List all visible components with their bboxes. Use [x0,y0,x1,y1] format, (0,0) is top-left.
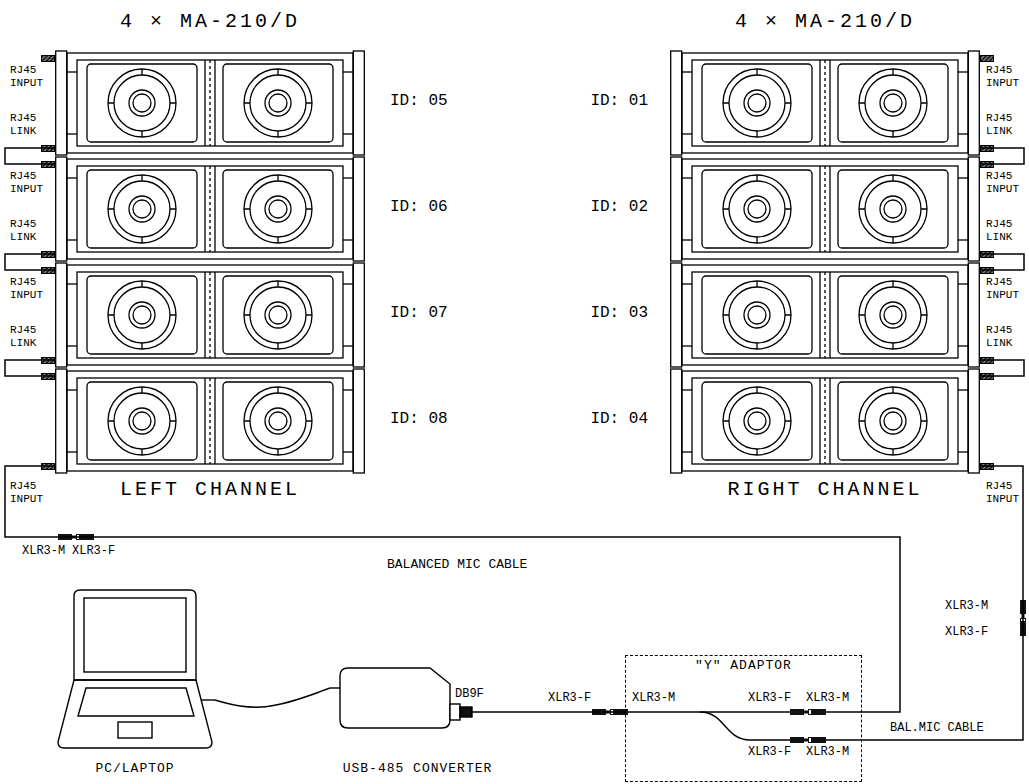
cable [980,148,1024,164]
node-label: 4 × MA-210/D [735,10,915,33]
speaker-cabinet: ID: 07 [55,262,365,368]
node-label: ID: 08 [390,410,448,428]
speaker-cabinets [56,51,980,473]
connector-label: XLR3-M [806,692,849,706]
connector-label: XLR3-F [748,692,791,706]
speaker-array: 4 × MA-210/DLEFT CHANNELID: 05ID: 06ID: … [55,10,365,510]
cable [5,466,900,712]
speaker-cabinet: ID: 05 [55,50,365,156]
connector-label: XLR3-F [748,746,791,760]
speaker-cabinet: ID: 01 [670,50,980,156]
port-label: RJ45 LINK [10,324,45,349]
laptop-drawing [58,590,215,748]
cable [980,360,1024,376]
connector-label: XLR3-M [806,746,849,760]
cable [5,254,55,270]
node-label: 4 × MA-210/D [120,10,300,33]
speaker-array: 4 × MA-210/DRIGHT CHANNELID: 01ID: 02ID:… [670,10,980,510]
cable [505,711,625,713]
port-label: RJ45 INPUT [986,170,1021,195]
node-caption: LEFT CHANNEL [120,478,300,501]
connector-label: XLR3-M [22,545,65,559]
speaker-cabinet: ID: 06 [55,156,365,262]
port-label: RJ45 INPUT [986,276,1021,301]
node-label: ID: 02 [590,198,648,216]
port-label: RJ45 INPUT [10,276,45,301]
port-label: RJ45 LINK [986,218,1021,243]
port-label: RJ45 LINK [986,324,1021,349]
node-label: USB-485 CONVERTER [343,762,493,777]
usb-converter: USB-485 CONVERTER [330,660,505,780]
cable [5,148,55,164]
y-adaptor-wiring [625,712,862,740]
port-label: RJ45 LINK [10,112,45,137]
cable-label: BALANCED MIC CABLE [385,558,529,573]
port-label: RJ45 INPUT [10,170,45,195]
node-label: ID: 07 [390,304,448,322]
y-adaptor: "Y" ADAPTOR [625,655,862,782]
node-label: ID: 01 [590,92,648,110]
rj45-jacks [42,56,994,470]
connector-label: XLR3-F [548,692,591,706]
speaker-cabinet: ID: 08 [55,368,365,474]
connector-label: XLR3-F [72,545,115,559]
speaker-cabinet: ID: 03 [670,262,980,368]
node-label: ID: 04 [590,410,648,428]
speaker-cabinet: ID: 04 [670,368,980,474]
cable [862,466,1023,740]
connector-label: XLR3-M [632,692,675,706]
node-label: "Y" ADAPTOR [695,659,792,674]
node-label: PC/LAPTOP [95,762,174,777]
cable-label: BAL.MIC CABLE [888,722,986,736]
cable [5,360,55,376]
laptop: PC/LAPTOP [55,585,215,780]
port-label: RJ45 LINK [986,112,1021,137]
connector-label: XLR3-F [945,626,988,640]
port-label: RJ45 INPUT [10,480,45,505]
port-label: RJ45 INPUT [10,64,45,89]
port-label: RJ45 LINK [10,218,45,243]
cable [215,688,330,707]
node-caption: RIGHT CHANNEL [727,478,922,501]
speaker-cabinet: ID: 02 [670,156,980,262]
converter-drawing [330,668,505,728]
cable [980,254,1024,270]
connector-label: XLR3-M [945,600,988,614]
port-label: RJ45 INPUT [986,480,1021,505]
node-label: ID: 05 [390,92,448,110]
connector-label: DB9F [455,688,484,702]
port-label: RJ45 INPUT [986,64,1021,89]
node-label: ID: 06 [390,198,448,216]
node-label: ID: 03 [590,304,648,322]
